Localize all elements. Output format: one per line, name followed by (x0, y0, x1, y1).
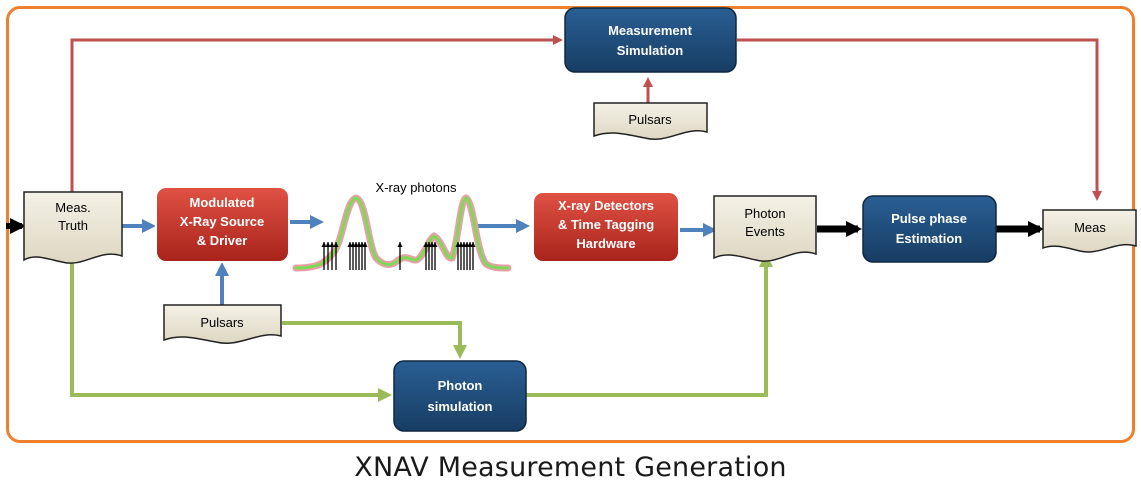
xray-detectors-line3: Hardware (576, 236, 635, 251)
modulated-source-line2: X-Ray Source (180, 214, 265, 229)
arrow-measurement-sim-to-meas (737, 38, 1102, 201)
pulsars-bottom-label: Pulsars (200, 315, 244, 330)
doc-shape (713, 195, 817, 262)
photon-pulse-curve (294, 196, 510, 270)
modulated-source-line1: Modulated (190, 195, 255, 210)
doc-meas-truth: Meas. Truth (23, 191, 123, 264)
photon-tick-head (432, 242, 438, 247)
black-flow-arrows (6, 218, 1044, 237)
photon-tick-head (321, 242, 327, 247)
photon-sim-line2: simulation (427, 399, 492, 414)
measurement-sim-line1: Measurement (608, 23, 692, 38)
red-flow-arrows (70, 35, 1102, 201)
meas-truth-line2: Truth (58, 218, 88, 233)
measurement-sim-line2: Simulation (617, 43, 684, 58)
box-shape (155, 186, 290, 263)
box-pulse-phase-estimation: Pulse phase Estimation (862, 195, 997, 263)
arrow-truth-to-photon-sim (70, 262, 392, 402)
box-measurement-simulation: Measurement Simulation (564, 7, 737, 73)
doc-shape (1042, 209, 1137, 253)
doc-pulsars-top: Pulsars (593, 102, 708, 140)
arrow-truth-to-measurement-sim (70, 35, 563, 192)
box-shape (862, 195, 997, 263)
photon-tick-head (397, 242, 403, 247)
modulated-source-line3: & Driver (197, 233, 248, 248)
photon-arrival-ticks (321, 242, 476, 270)
box-shape (393, 360, 527, 432)
green-flow-arrows (70, 253, 773, 402)
pulse-phase-line1: Pulse phase (891, 211, 967, 226)
photon-tick-head (470, 242, 476, 247)
xray-photon-pulse-graphic: X-ray photons (292, 180, 512, 272)
meas-truth-line1: Meas. (55, 200, 90, 215)
doc-meas: Meas (1042, 209, 1137, 253)
box-shape (532, 191, 680, 263)
doc-photon-events: Photon Events (713, 195, 817, 262)
pulsars-top-label: Pulsars (628, 112, 672, 127)
box-photon-simulation: Photon simulation (393, 360, 527, 432)
doc-shape (23, 191, 123, 264)
doc-pulsars-bottom: Pulsars (163, 304, 282, 344)
blue-flow-arrows (122, 215, 717, 305)
arrow-pulsars-to-photon-sim (282, 321, 467, 359)
diagram-caption: XNAV Measurement Generation (354, 452, 787, 483)
photon-sim-line1: Photon (438, 378, 483, 393)
photon-tick-head (333, 242, 339, 247)
photon-label: X-ray photons (376, 180, 457, 195)
box-xray-detectors: X-ray Detectors & Time Tagging Hardware (532, 191, 680, 263)
photon-tick-head (325, 242, 331, 247)
xray-detectors-line1: X-ray Detectors (558, 198, 654, 213)
photon-events-line2: Events (745, 224, 785, 239)
box-shape (564, 7, 737, 73)
doc-shape (163, 304, 282, 344)
photon-events-line1: Photon (744, 206, 785, 221)
doc-shape (593, 102, 708, 140)
xray-detectors-line2: & Time Tagging (558, 217, 654, 232)
pulse-phase-line2: Estimation (896, 231, 963, 246)
arrow-photon-sim-to-photon-events (526, 253, 773, 397)
meas-label: Meas (1074, 220, 1106, 235)
photon-tick-head (329, 242, 335, 247)
photon-tick-head (362, 242, 368, 247)
box-modulated-source: Modulated X-Ray Source & Driver (155, 186, 290, 263)
